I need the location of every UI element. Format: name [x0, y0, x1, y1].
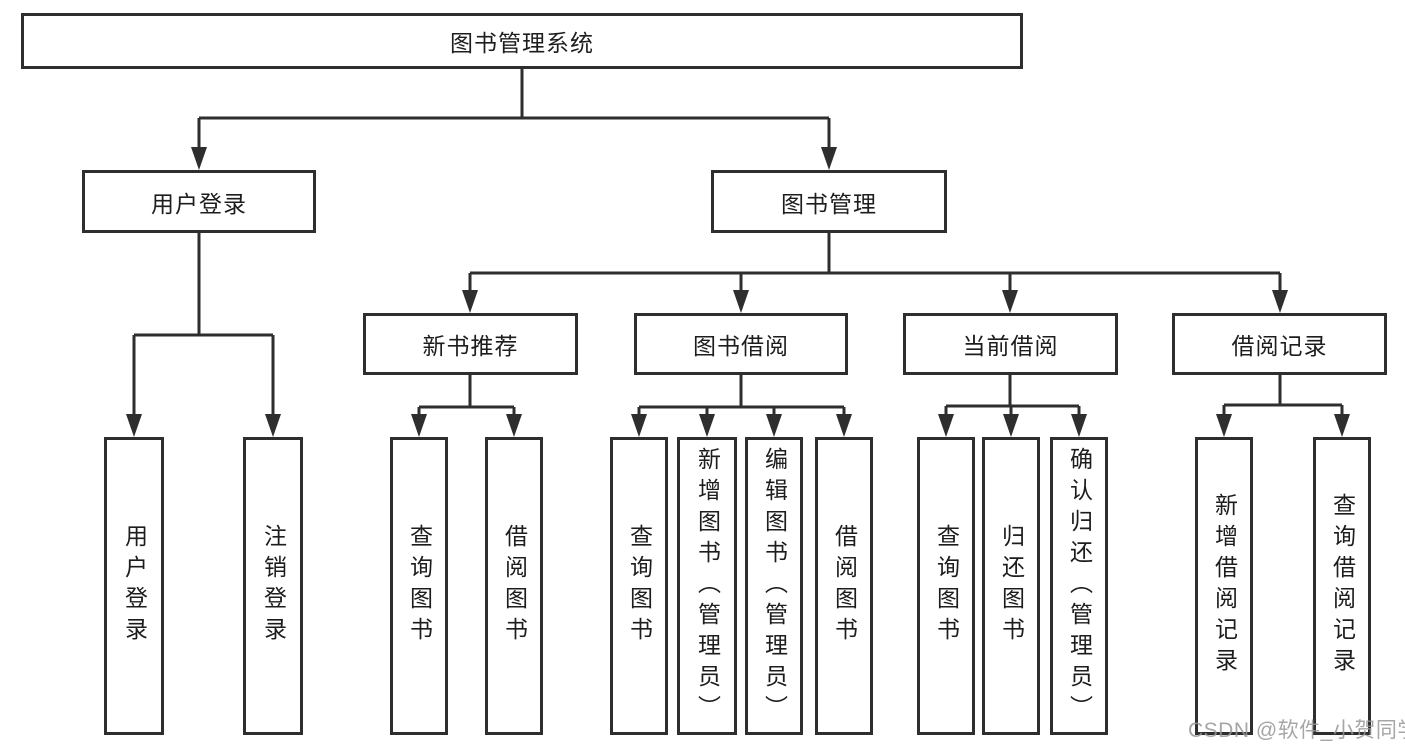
leaf-add-book-admin: 新增图书（管理员） [677, 437, 737, 735]
node-book-borrowing: 图书借阅 [634, 313, 848, 375]
csdn-watermark: CSDN @软件_小贺同学 [1188, 719, 1405, 742]
leaf-logout: 注销登录 [243, 437, 303, 735]
leaf-edit-book-admin: 编辑图书（管理员） [745, 437, 803, 735]
leaf-user-login: 用户登录 [104, 437, 164, 735]
leaf-query-books-1: 查询图书 [390, 437, 448, 735]
node-current-borrowing: 当前借阅 [903, 313, 1118, 375]
node-new-book-recommendation: 新书推荐 [363, 313, 578, 375]
leaf-borrow-books-1: 借阅图书 [485, 437, 543, 735]
node-user-login: 用户登录 [82, 170, 316, 233]
node-root-library-system: 图书管理系统 [21, 13, 1023, 69]
node-borrowing-records: 借阅记录 [1172, 313, 1387, 375]
node-book-management: 图书管理 [711, 170, 947, 233]
leaf-return-book: 归还图书 [982, 437, 1040, 735]
leaf-confirm-return-admin: 确认归还（管理员） [1050, 437, 1108, 735]
leaf-query-books-2: 查询图书 [610, 437, 668, 735]
leaf-borrow-books-2: 借阅图书 [815, 437, 873, 735]
leaf-query-books-3: 查询图书 [917, 437, 975, 735]
leaf-query-borrow-record: 查询借阅记录 [1313, 437, 1371, 735]
leaf-add-borrow-record: 新增借阅记录 [1195, 437, 1253, 735]
